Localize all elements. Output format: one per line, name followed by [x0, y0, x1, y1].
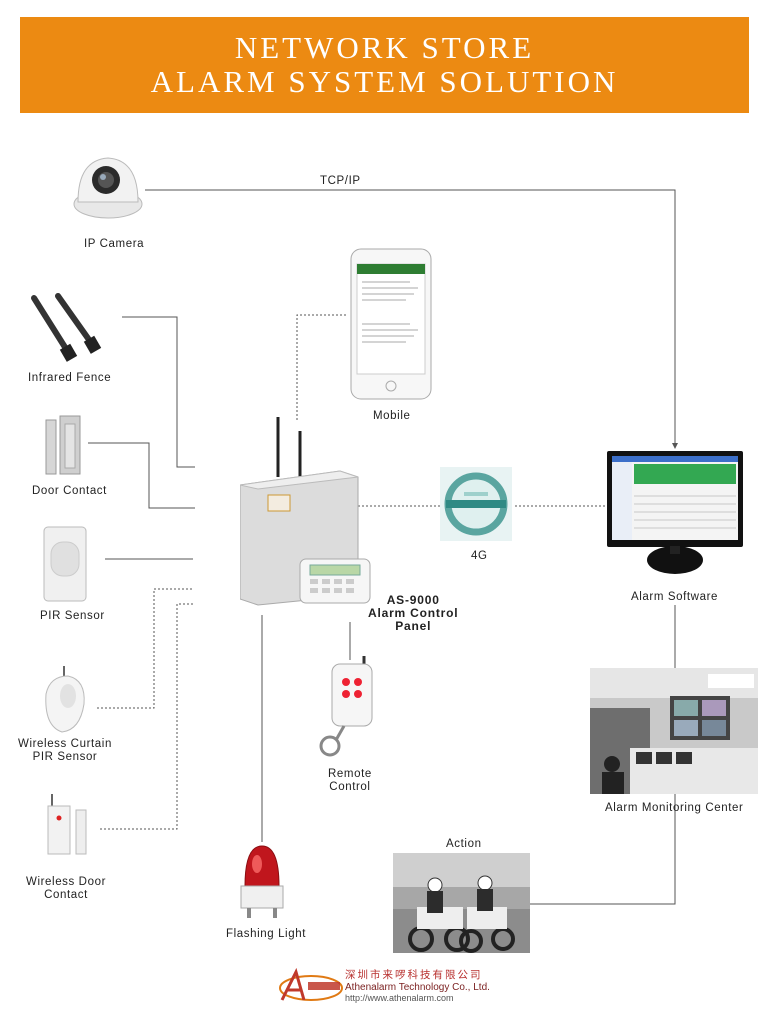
alarm-panel-label-line1: AS-9000 [386, 593, 440, 607]
banner-title-line1: Network Store [234, 30, 535, 65]
monitoring-center-photo [590, 668, 758, 794]
curtain-pir-label-line2: PIR Sensor [32, 751, 98, 763]
alarm-software-label: Alarm Software [631, 591, 719, 603]
tcp-ip-line [145, 189, 676, 445]
monitoring-center-label: Alarm Monitoring Center [605, 802, 744, 814]
infrared-fence-line [122, 316, 195, 468]
tcp-ip-label: TCP/IP [320, 175, 361, 187]
remote-control-icon [319, 656, 373, 757]
network-4g-icon [440, 467, 512, 541]
alarm-software-monitor-icon [607, 451, 743, 574]
company-url: http://www.athenalarm.com [345, 993, 454, 1003]
curtain-line [97, 588, 193, 709]
network-4g-label: 4G [471, 550, 488, 562]
company-info: 深圳市来啰科技有限公司 Athenalarm Technology Co., L… [345, 969, 490, 1005]
infrared-fence-icon [31, 293, 102, 362]
remote-control-label: Remote Control [328, 768, 372, 794]
company-chinese-name: 深圳市来啰科技有限公司 [345, 969, 483, 981]
flashing-light-label: Flashing Light [226, 928, 306, 940]
flashing-light-icon [240, 845, 284, 918]
mobile-phone-icon [350, 248, 432, 400]
wireless-door-label: Wireless Door Contact [26, 876, 106, 902]
infrared-fence-label: Infrared Fence [28, 372, 112, 384]
alarm-panel-label-line3: Panel [395, 619, 432, 633]
curtain-pir-label-line1: Wireless Curtain [18, 738, 112, 750]
wireless-door-icon [47, 794, 87, 855]
title-banner: Network Store Alarm System Solution [20, 17, 749, 113]
banner-title-line2: Alarm System Solution [150, 64, 619, 99]
remote-control-label-line1: Remote [328, 768, 372, 780]
action-photo [393, 853, 530, 953]
wireless-door-label-line2: Contact [44, 889, 88, 901]
action-label: Action [446, 838, 482, 850]
alarm-panel-label: AS-9000 Alarm Control Panel [368, 594, 458, 633]
alarm-control-panel-icon [240, 417, 371, 606]
pir-sensor-label: PIR Sensor [40, 610, 105, 622]
curtain-pir-label: Wireless Curtain PIR Sensor [18, 738, 112, 764]
remote-control-label-line2: Control [329, 781, 371, 793]
ip-camera-icon [73, 157, 143, 219]
curtain-pir-icon [45, 666, 85, 733]
pir-sensor-icon [43, 526, 87, 602]
monitoring-action-line [530, 792, 676, 905]
door-contact-line [88, 442, 195, 509]
mobile-line [296, 314, 348, 420]
mobile-label: Mobile [373, 410, 411, 422]
ip-camera-label: IP Camera [84, 238, 145, 250]
door-contact-icon [45, 415, 81, 475]
door-contact-label: Door Contact [32, 485, 107, 497]
athenalarm-logo [279, 967, 343, 1001]
wireless-door-label-line1: Wireless Door [26, 876, 107, 888]
company-english-name: Athenalarm Technology Co., Ltd. [345, 981, 490, 993]
alarm-panel-label-line2: Alarm Control [368, 606, 459, 620]
wireless-door-line [100, 603, 193, 830]
